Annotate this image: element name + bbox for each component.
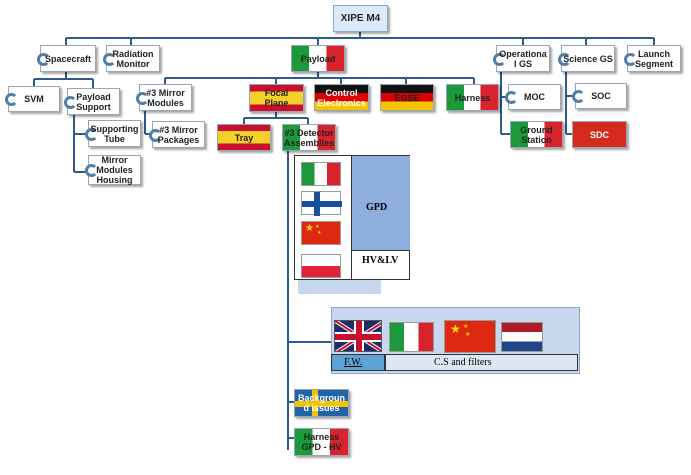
finland-flag-icon (301, 191, 342, 216)
agency-logo-icon (624, 52, 637, 66)
agency-logo-icon (136, 91, 149, 105)
ground-station-node[interactable]: Ground Station (510, 121, 563, 148)
payload-support-label: Payload Support (76, 91, 111, 112)
mirror-packages-label: #3 Mirror Packages (157, 124, 200, 145)
supporting-tube-label: Supporting Tube (90, 123, 139, 144)
moc-node[interactable]: MOC (505, 84, 561, 110)
agency-logo-icon (85, 127, 98, 141)
agency-logo-icon (64, 95, 77, 109)
control-electronics-label: Control Electronics (317, 87, 366, 108)
mirror-modules-label: #3 Mirror Modules (146, 87, 185, 108)
cs-filters-block[interactable]: C.S and filters (385, 354, 578, 371)
agency-logo-icon (85, 164, 98, 177)
focal-plane-label: Focal Plane (264, 88, 289, 108)
italy-flag-icon (389, 322, 434, 352)
background-issues-node[interactable]: Backgroun d issues (294, 389, 349, 417)
svm-node[interactable]: SVM (5, 86, 60, 112)
hvlv-block[interactable]: HV&LV (351, 250, 410, 280)
spacecraft-label: Spacecraft (44, 53, 92, 64)
agency-logo-icon (5, 93, 18, 106)
mirror-housing-label: Mirror Modules Housing (96, 155, 133, 185)
root-node[interactable]: XIPE M4 (333, 5, 388, 32)
svm-label: SVM (24, 94, 44, 104)
harness-node[interactable]: Harness (446, 84, 499, 111)
payload-node[interactable]: Payload (291, 45, 345, 72)
spacecraft-node[interactable]: Spacecraft (37, 45, 96, 72)
china-flag-icon: ★ ★ ★ (444, 320, 496, 353)
uk-flag-icon (334, 320, 382, 352)
sdc-node[interactable]: SDC (572, 121, 627, 148)
control-electronics-node[interactable]: Control Electronics (314, 84, 369, 111)
tray-label: Tray (234, 132, 254, 143)
harness-gpd-node[interactable]: Harness GPD - HV (294, 428, 349, 456)
egse-label: EGSE (394, 92, 420, 103)
radiation-monitor-node[interactable]: Radiation Monitor (103, 45, 160, 72)
payload-support-node[interactable]: Payload Support (64, 88, 120, 115)
detector-assemblies-node[interactable]: #3 Detector Assemblies (282, 124, 336, 151)
fw-label: F.W. (344, 357, 363, 368)
agency-logo-icon (103, 52, 116, 66)
mirror-modules-node[interactable]: #3 Mirror Modules (136, 84, 192, 111)
launch-segment-label: Launch Segment (634, 48, 673, 69)
gpd-block[interactable]: GPD (351, 156, 410, 250)
poland-flag-icon (301, 254, 341, 278)
agency-logo-icon (558, 52, 571, 66)
agency-logo-icon (493, 52, 506, 66)
china-flag-icon: ★ ★ ★ (301, 221, 341, 245)
detector-assemblies-label: #3 Detector Assemblies (283, 127, 335, 148)
payload-label: Payload (300, 53, 336, 64)
harness-label: Harness (454, 92, 491, 103)
cs-filters-label: C.S and filters (434, 357, 492, 368)
tray-node[interactable]: Tray (217, 124, 271, 151)
harness-gpd-label: Harness GPD - HV (301, 432, 342, 452)
detector-panel: ★ ★ ★ GPD HV&LV (294, 155, 410, 280)
egse-node[interactable]: EGSE (380, 84, 434, 111)
italy-flag-icon (301, 162, 341, 186)
operational-gs-label: Operationa l GS (499, 48, 547, 69)
gpd-label: GPD (366, 202, 388, 213)
netherlands-flag-icon (501, 322, 543, 352)
ground-station-label: Ground Station (520, 124, 553, 145)
fw-block[interactable]: F.W. (331, 354, 385, 371)
agency-logo-icon (505, 91, 518, 104)
soc-label: SOC (591, 91, 611, 101)
launch-segment-node[interactable]: Launch Segment (624, 45, 681, 72)
mirror-packages-node[interactable]: #3 Mirror Packages (149, 121, 205, 148)
science-gs-label: Science GS (563, 53, 613, 64)
background-issues-label: Backgroun d issues (297, 393, 345, 413)
science-gs-node[interactable]: Science GS (558, 45, 615, 72)
agency-logo-icon (149, 128, 162, 142)
agency-logo-icon (37, 52, 50, 66)
agency-logo-icon (572, 90, 585, 103)
radiation-monitor-label: Radiation Monitor (112, 48, 154, 69)
hvlv-label: HV&LV (362, 255, 399, 266)
soc-node[interactable]: SOC (572, 83, 627, 109)
sdc-label: SDC (589, 129, 609, 140)
focal-plane-node[interactable]: Focal Plane (249, 84, 304, 112)
supporting-tube-node[interactable]: Supporting Tube (85, 120, 141, 147)
mirror-housing-node[interactable]: Mirror Modules Housing (85, 155, 141, 185)
root-label: XIPE M4 (340, 12, 381, 24)
moc-label: MOC (524, 92, 545, 102)
operational-gs-node[interactable]: Operationa l GS (493, 45, 550, 72)
